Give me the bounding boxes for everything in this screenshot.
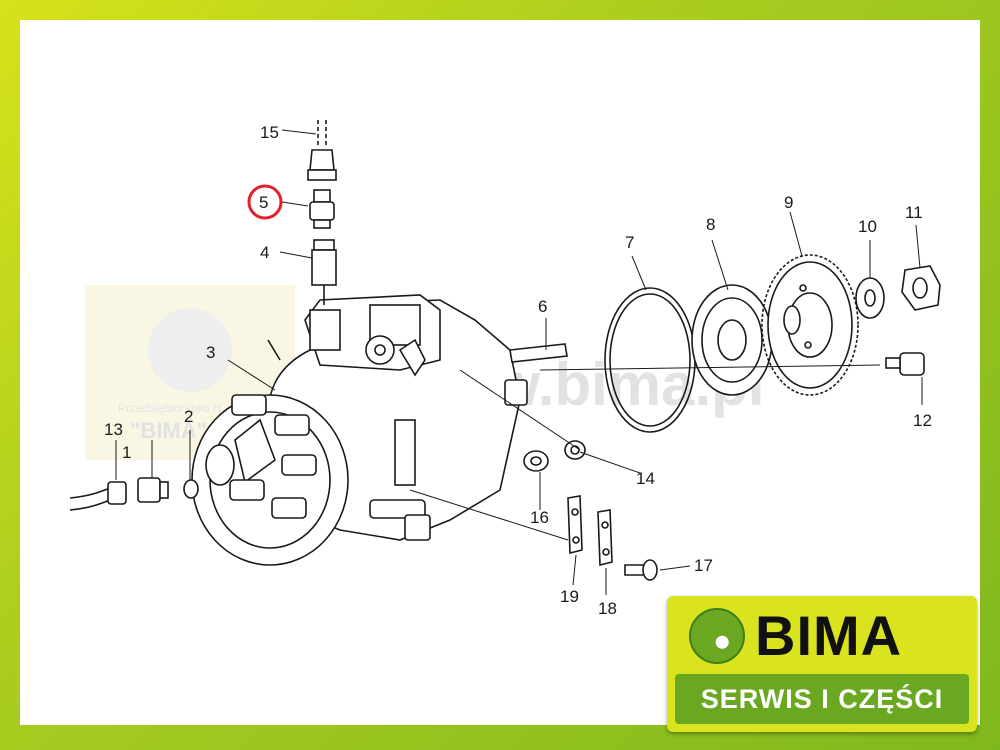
part-label-11: 11 xyxy=(905,203,923,222)
gear-part xyxy=(761,254,859,396)
bima-logo: BIMA SERWIS I CZĘŚCI xyxy=(667,596,977,732)
part-label-10: 10 xyxy=(858,217,877,236)
watermark-line2: "BIMA" xyxy=(130,418,207,443)
part-label-2: 2 xyxy=(184,407,193,426)
logo-subtitle: SERWIS I CZĘŚCI xyxy=(700,683,944,714)
part-label-7: 7 xyxy=(625,233,634,252)
logo-ball-icon xyxy=(689,608,745,664)
top-fitting-stack xyxy=(307,120,337,305)
part-label-5: 5 xyxy=(259,193,268,212)
part-label-12: 12 xyxy=(913,411,932,430)
part-labels: 1 2 3 4 5 6 7 8 9 10 11 12 13 14 15 16 1… xyxy=(104,123,932,618)
brackets-and-screw xyxy=(567,495,658,581)
part-label-14: 14 xyxy=(636,469,655,488)
injection-pump xyxy=(191,294,528,566)
small-nuts xyxy=(523,440,586,472)
left-fittings xyxy=(69,477,199,511)
part-label-16: 16 xyxy=(530,508,549,527)
part-label-6: 6 xyxy=(538,297,547,316)
part-label-17: 17 xyxy=(694,556,713,575)
watermark-line1: Przedsiębiorstwo H... xyxy=(118,401,231,415)
exploded-parts-diagram: Przedsiębiorstwo H... "BIMA" www.bima.pl xyxy=(69,120,941,618)
part-label-19: 19 xyxy=(560,587,579,606)
part-label-9: 9 xyxy=(784,193,793,212)
highlight-circle xyxy=(247,184,283,220)
logo-top-band: BIMA xyxy=(675,604,969,668)
stud-part xyxy=(509,343,568,363)
hub-part xyxy=(691,284,773,396)
part-label-15: 15 xyxy=(260,123,279,142)
part-label-13: 13 xyxy=(104,420,123,439)
diagram-canvas: Przedsiębiorstwo H... "BIMA" www.bima.pl xyxy=(20,20,980,725)
part-label-8: 8 xyxy=(706,215,715,234)
part-label-18: 18 xyxy=(598,599,617,618)
logo-bottom-band: SERWIS I CZĘŚCI xyxy=(675,674,969,724)
part-label-4: 4 xyxy=(260,243,269,262)
logo-brand-name: BIMA xyxy=(755,604,903,667)
washer-nut-bolt xyxy=(855,265,941,376)
part-label-3: 3 xyxy=(206,343,215,362)
part-label-1: 1 xyxy=(122,443,131,462)
leader-lines xyxy=(115,129,923,595)
